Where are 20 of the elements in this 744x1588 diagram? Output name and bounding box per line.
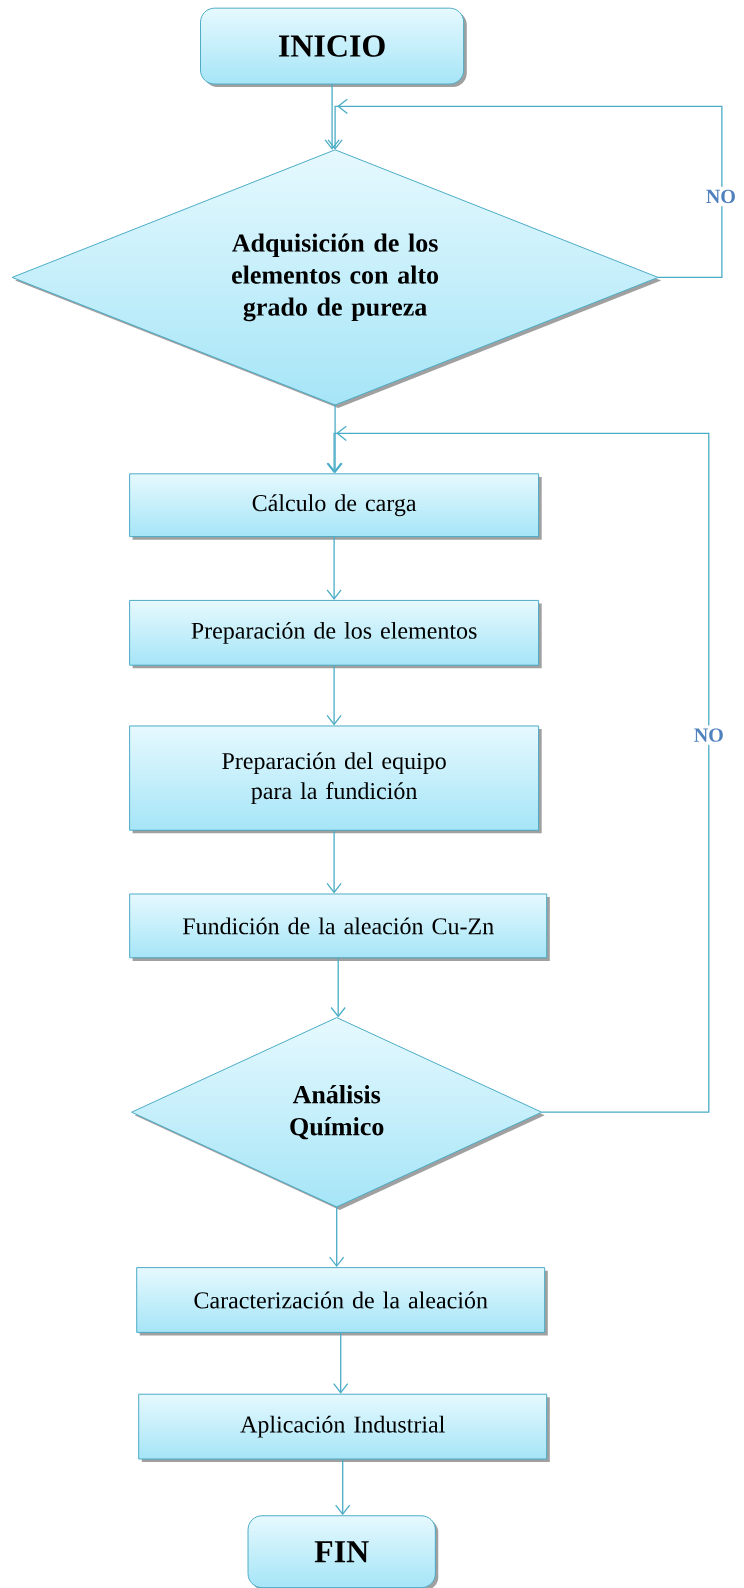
terminal-box: FIN [247,1515,439,1588]
process-box: Aplicación Industrial [138,1393,550,1462]
arrow [335,1458,351,1516]
process-box: Cálculo de carga [129,473,542,540]
arrow [327,404,343,474]
arrow [329,1206,345,1268]
loop-arrow [327,98,723,279]
arrow [326,665,342,726]
process-box: Preparación de los elementos [129,599,542,669]
arrow [326,830,342,894]
arrow [330,957,346,1018]
arrow [333,1332,349,1394]
arrow [326,536,342,600]
terminal-box: INICIO [200,7,467,88]
arrow [324,83,340,150]
edge-label: NO [690,725,727,745]
process-box: Caracterización de la aleación [136,1267,548,1336]
process-box: Fundición de la aleación Cu-Zn [129,893,550,961]
process-box: Preparación del equipo para la fundición [129,725,542,834]
loop-arrow [326,425,710,1113]
